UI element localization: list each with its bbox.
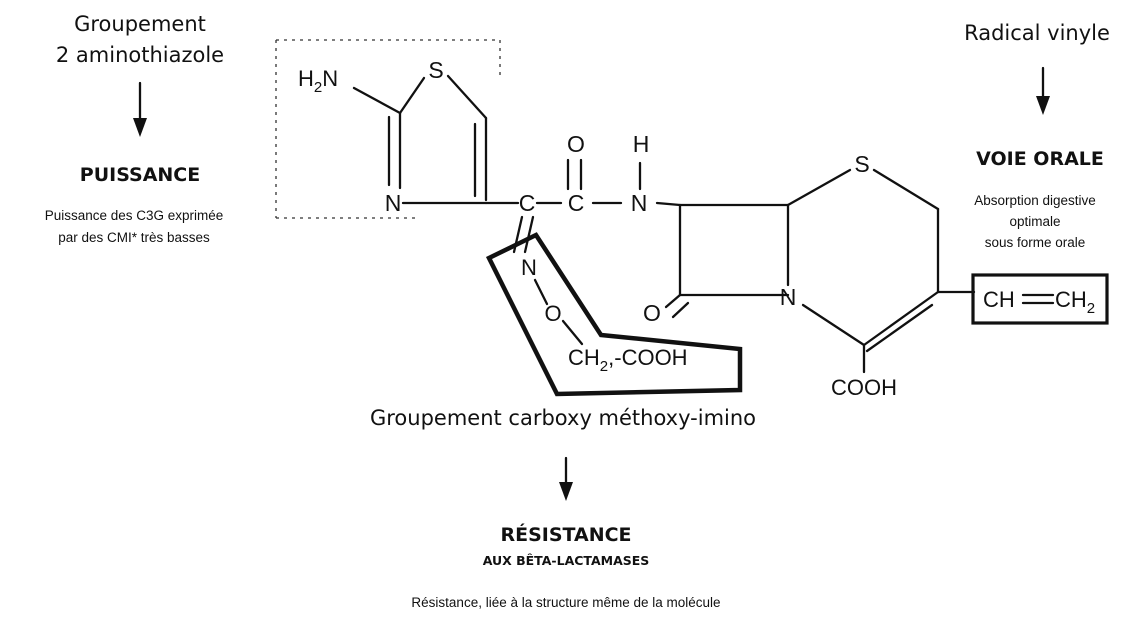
bottom-annotation: Groupement carboxy méthoxy-imino RÉSISTA… bbox=[370, 406, 756, 610]
vinyl-ch2-right: CH2 bbox=[1055, 287, 1095, 317]
amide-hydrogen-atom: H bbox=[633, 131, 650, 157]
imino-oxygen-atom: O bbox=[544, 301, 561, 326]
molecule-atoms: H2N S N C C O H N S O N N O CH2,-COOH CO… bbox=[298, 57, 1095, 400]
ring-nitrogen-atom: N bbox=[780, 284, 797, 310]
molecule-bonds bbox=[352, 74, 976, 374]
vinyl-ch-left: CH bbox=[983, 287, 1015, 312]
thiazole-nitrogen-atom: N bbox=[385, 190, 402, 216]
carboxy-methoxy-imino-box bbox=[485, 232, 743, 397]
voie-orale-note-line3: sous forme orale bbox=[985, 235, 1086, 250]
amide-nitrogen-atom: N bbox=[631, 190, 648, 216]
ring-sulfur-atom: S bbox=[854, 151, 869, 177]
left-annotation: Groupement 2 aminothiazole PUISSANCE Pui… bbox=[45, 12, 224, 245]
vinyl-group-box bbox=[971, 273, 1109, 325]
voie-orale-label: VOIE ORALE bbox=[976, 148, 1104, 170]
down-arrow-icon bbox=[133, 81, 147, 137]
puissance-note-line1: Puissance des C3G exprimée bbox=[45, 208, 224, 223]
vinyl-double-bond bbox=[1021, 293, 1055, 305]
lactam-oxygen-atom: O bbox=[643, 300, 661, 326]
aminothiazole-group-title-line1: Groupement bbox=[74, 12, 206, 36]
down-arrow-icon bbox=[1036, 66, 1050, 115]
right-annotation: Radical vinyle VOIE ORALE Absorption dig… bbox=[964, 21, 1110, 250]
vinyl-group-title: Radical vinyle bbox=[964, 21, 1110, 45]
aminothiazole-group-title-line2: 2 aminothiazole bbox=[56, 43, 224, 67]
resistance-label: RÉSISTANCE bbox=[500, 523, 631, 546]
carbonyl-carbon-atom: C bbox=[568, 190, 585, 216]
carboxy-methoxy-imino-group-title: Groupement carboxy méthoxy-imino bbox=[370, 406, 756, 430]
amino-group-label: H2N bbox=[298, 66, 338, 96]
voie-orale-note-line1: Absorption digestive bbox=[974, 193, 1096, 208]
aminothiazole-dotted-box bbox=[275, 39, 501, 219]
voie-orale-note-line2: optimale bbox=[1009, 214, 1060, 229]
resistance-sublabel: AUX BÊTA-LACTAMASES bbox=[483, 553, 650, 568]
alpha-carbon-atom: C bbox=[519, 190, 536, 216]
imino-nitrogen-atom: N bbox=[521, 255, 537, 280]
carboxymethyl-label: CH2,-COOH bbox=[568, 345, 688, 375]
thiazole-sulfur-atom: S bbox=[428, 57, 443, 83]
puissance-note-line2: par des CMI* très basses bbox=[58, 230, 210, 245]
carboxylic-acid-label: COOH bbox=[831, 375, 897, 400]
down-arrow-icon bbox=[559, 456, 573, 501]
puissance-label: PUISSANCE bbox=[80, 164, 200, 186]
carbonyl-oxygen-atom: O bbox=[567, 131, 585, 157]
resistance-note: Résistance, liée à la structure même de … bbox=[411, 595, 720, 610]
